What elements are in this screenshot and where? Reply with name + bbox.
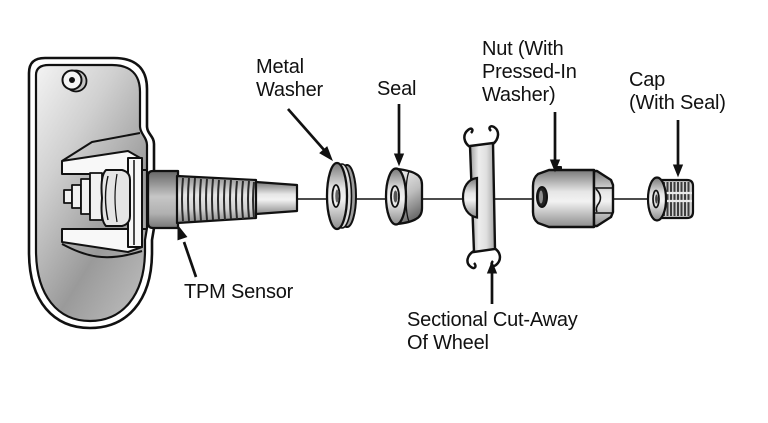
stem-thread-ribs: [181, 177, 255, 222]
stem-tip: [254, 180, 299, 216]
cap-label: Cap (With Seal): [629, 69, 726, 114]
nut-arrow: [549, 112, 561, 173]
metal-washer-label: Metal Washer: [256, 56, 323, 101]
wheel-arrow: [486, 260, 498, 304]
metal-washer-arrow: [286, 108, 333, 162]
nut-hole-highlight: [539, 190, 543, 204]
nut-drawing: [531, 166, 615, 229]
nut-hex-facets: [594, 187, 613, 214]
seal-arrow: [393, 104, 405, 167]
tpm-sensor-label: TPM Sensor: [184, 281, 294, 303]
seal-hole-shade: [393, 190, 398, 203]
seal-label: Seal: [377, 78, 417, 100]
grommet-contour-1: [104, 175, 109, 221]
grommet-contour-2: [114, 173, 118, 223]
stem-collar: [146, 169, 180, 230]
leader-arrows: [177, 104, 684, 304]
nut-hex-wavy-edge: [595, 188, 602, 213]
cap-arrow: [672, 120, 684, 178]
nut-body: [531, 168, 596, 229]
wheel-cutaway-drawing: [461, 125, 502, 270]
washer-hole-shade: [335, 189, 339, 203]
valve-stem-drawing: [146, 169, 299, 230]
metal-washer-drawing: [325, 161, 357, 231]
sensor-crease-top: [61, 132, 141, 162]
seal-drawing: [384, 167, 424, 226]
tpm-sensor-arrow: [177, 224, 198, 278]
cap-drawing: [646, 176, 695, 222]
sectional-cutaway-label: Sectional Cut-Away Of Wheel: [407, 309, 578, 354]
sensor-crease-bottom: [61, 243, 143, 259]
mount-hole-center: [69, 77, 75, 83]
tpm-sensor-drawing: [27, 56, 156, 330]
nut-label: Nut (With Pressed-In Washer): [482, 38, 577, 106]
wheel-grommet-bump: [461, 176, 479, 219]
stem-channel-lines: [142, 169, 147, 230]
grommet-blob: [100, 169, 131, 227]
nut-hex-end: [592, 169, 615, 228]
cap-hole-shade: [655, 194, 658, 204]
